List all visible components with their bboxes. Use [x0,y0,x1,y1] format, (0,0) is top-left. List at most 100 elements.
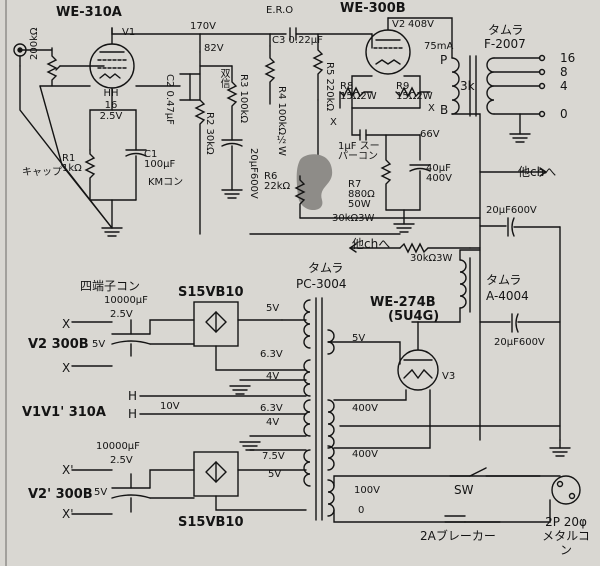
v82-label: 82V [204,43,224,54]
tap-100v: 100V [354,485,380,496]
v2-ref-label: V2 [392,19,406,30]
r-30k3w-label: 30kΩ3W [332,213,375,224]
v170-label: 170V [190,21,216,32]
c2-label: C2 0.47μF [164,74,175,125]
tap-4-label: 4 [560,79,568,93]
v1-tube-symbol [89,27,135,89]
power-transformer-symbol [303,297,335,521]
ot-b-label: B [440,103,449,117]
ground-icon [509,133,531,143]
pc-brand-label: タムラ [308,261,344,275]
v1-ref-label: V1 [122,27,136,38]
r4-label: R4 100kΩ½W [276,86,287,156]
tap-5v-1: 5V [266,303,280,314]
four-terminal-label: 四端子コン [80,279,141,293]
input-jack-icon [13,43,27,67]
r6-label: R6 22kΩ [264,171,291,192]
other-ch-label-1: 他chへ [518,165,557,179]
cap-25v-label-1: 2.5V [110,309,133,320]
v3-type-label: WE-274B [370,295,436,310]
pc-model-label: PC-3004 [296,277,347,291]
r2-label: R2 30kΩ [204,112,215,155]
h-lead-1: H [128,389,138,403]
cap-20uf-right-label: 20μF600V [486,205,537,216]
cap-10000-label-1: 10000μF [104,295,148,306]
r-30k3w-label-2: 30kΩ3W [410,253,453,264]
four-terminal-cap-1 [111,319,151,357]
v1-heater-label: HH 16 2.5V [99,88,123,122]
tap-16-label: 16 [560,51,576,65]
pot-label: 200kΩ [29,27,40,60]
c1-note: KMコン [148,177,184,188]
v3-rectifier-symbol [397,349,439,391]
tap-63v-2: 6.3V [260,403,283,414]
output-transformer-symbol [451,55,495,117]
v2p-supply-label: V2' 300B [28,487,93,502]
tap-5v-3: 5V [352,333,366,344]
x-lead-1: X [62,317,71,331]
x-label-left: X [330,117,337,128]
r8-label: R8 15Ω2W [340,81,377,102]
shaded-region [296,154,333,211]
ot-impedance-label: 3k [460,79,475,93]
choke-brand-label: タムラ [486,273,522,287]
tap-400v-2: 400V [352,449,378,460]
c3-label: C3 0.22μF [272,35,323,46]
v1-supply-label: V1V1' 310A [22,405,106,420]
x-label-right: X [428,103,435,114]
cap-lead-label: キャップ [22,167,62,178]
mains-connector-label: 2P 20φ メタルコン [542,515,590,557]
cap-40uf-label: 40μF 400V [426,163,452,184]
c2-note: 双信 [218,68,229,88]
x-lead-2: X [62,361,71,375]
xp-lead-1: X' [62,463,74,477]
cap-10000-label-2: 10000μF [96,441,140,452]
r1-label: R1 1kΩ [62,153,82,174]
cap-20uf-label: 20μF600V [248,148,259,199]
choke-model-label: A-4004 [486,289,529,303]
tap-4v-1: 4V [266,371,280,382]
xp-lead-2: X' [62,507,74,521]
ground-icon [393,223,415,233]
ground-icon [239,441,261,451]
tap-0v: 0 [358,505,365,516]
ot-model-label: F-2007 [484,37,526,51]
tap-400v-1: 400V [352,403,378,414]
v2-supply-label: V2 300B [28,337,89,352]
bridge-rectifier-1 [193,301,239,347]
v2-type-label: WE-300B [340,1,406,16]
ot-brand-label: タムラ [488,23,524,37]
r7-label: R7 880Ω 50W [348,179,375,210]
r3-label: R3 100kΩ [238,74,249,124]
v3-alt-label: (5U4G) [388,309,440,324]
h-lead-2: H [128,407,138,421]
ground-icon [101,227,123,237]
ground-icon [549,447,571,457]
other-ch-label-2: 他chへ [352,237,391,251]
breaker-label: 2Aブレーカー [420,529,496,543]
switch-label: SW [454,483,474,497]
ground-icon [221,189,243,199]
v2-plate-voltage: 408V [408,19,434,30]
ero-label: E.R.O [266,5,294,16]
r9-label: R9 15Ω2W [396,81,433,102]
cap-25v-label-2: 2.5V [110,455,133,466]
v66-label: 66V [420,129,440,140]
v10-label: 10V [160,401,180,412]
tap-0-label: 0 [560,107,568,121]
choke-cap-label: 20μF600V [494,337,545,348]
r5-label: R5 220kΩ [324,62,335,112]
super-cap-label: 1μF スーパーコン [338,141,380,162]
ground-icon [229,385,251,395]
mains-connector-icon [551,475,581,505]
bridge1-label: S15VB10 [178,285,244,300]
v2-current-label: 75mA [424,41,454,52]
bridge2-label: S15VB10 [178,515,244,530]
v3-ref-label: V3 [442,371,456,382]
tap-8-label: 8 [560,65,568,79]
ot-p-label: P [440,53,448,67]
v5-label-2: 5V [94,487,108,498]
tap-75v: 7.5V [262,451,285,462]
